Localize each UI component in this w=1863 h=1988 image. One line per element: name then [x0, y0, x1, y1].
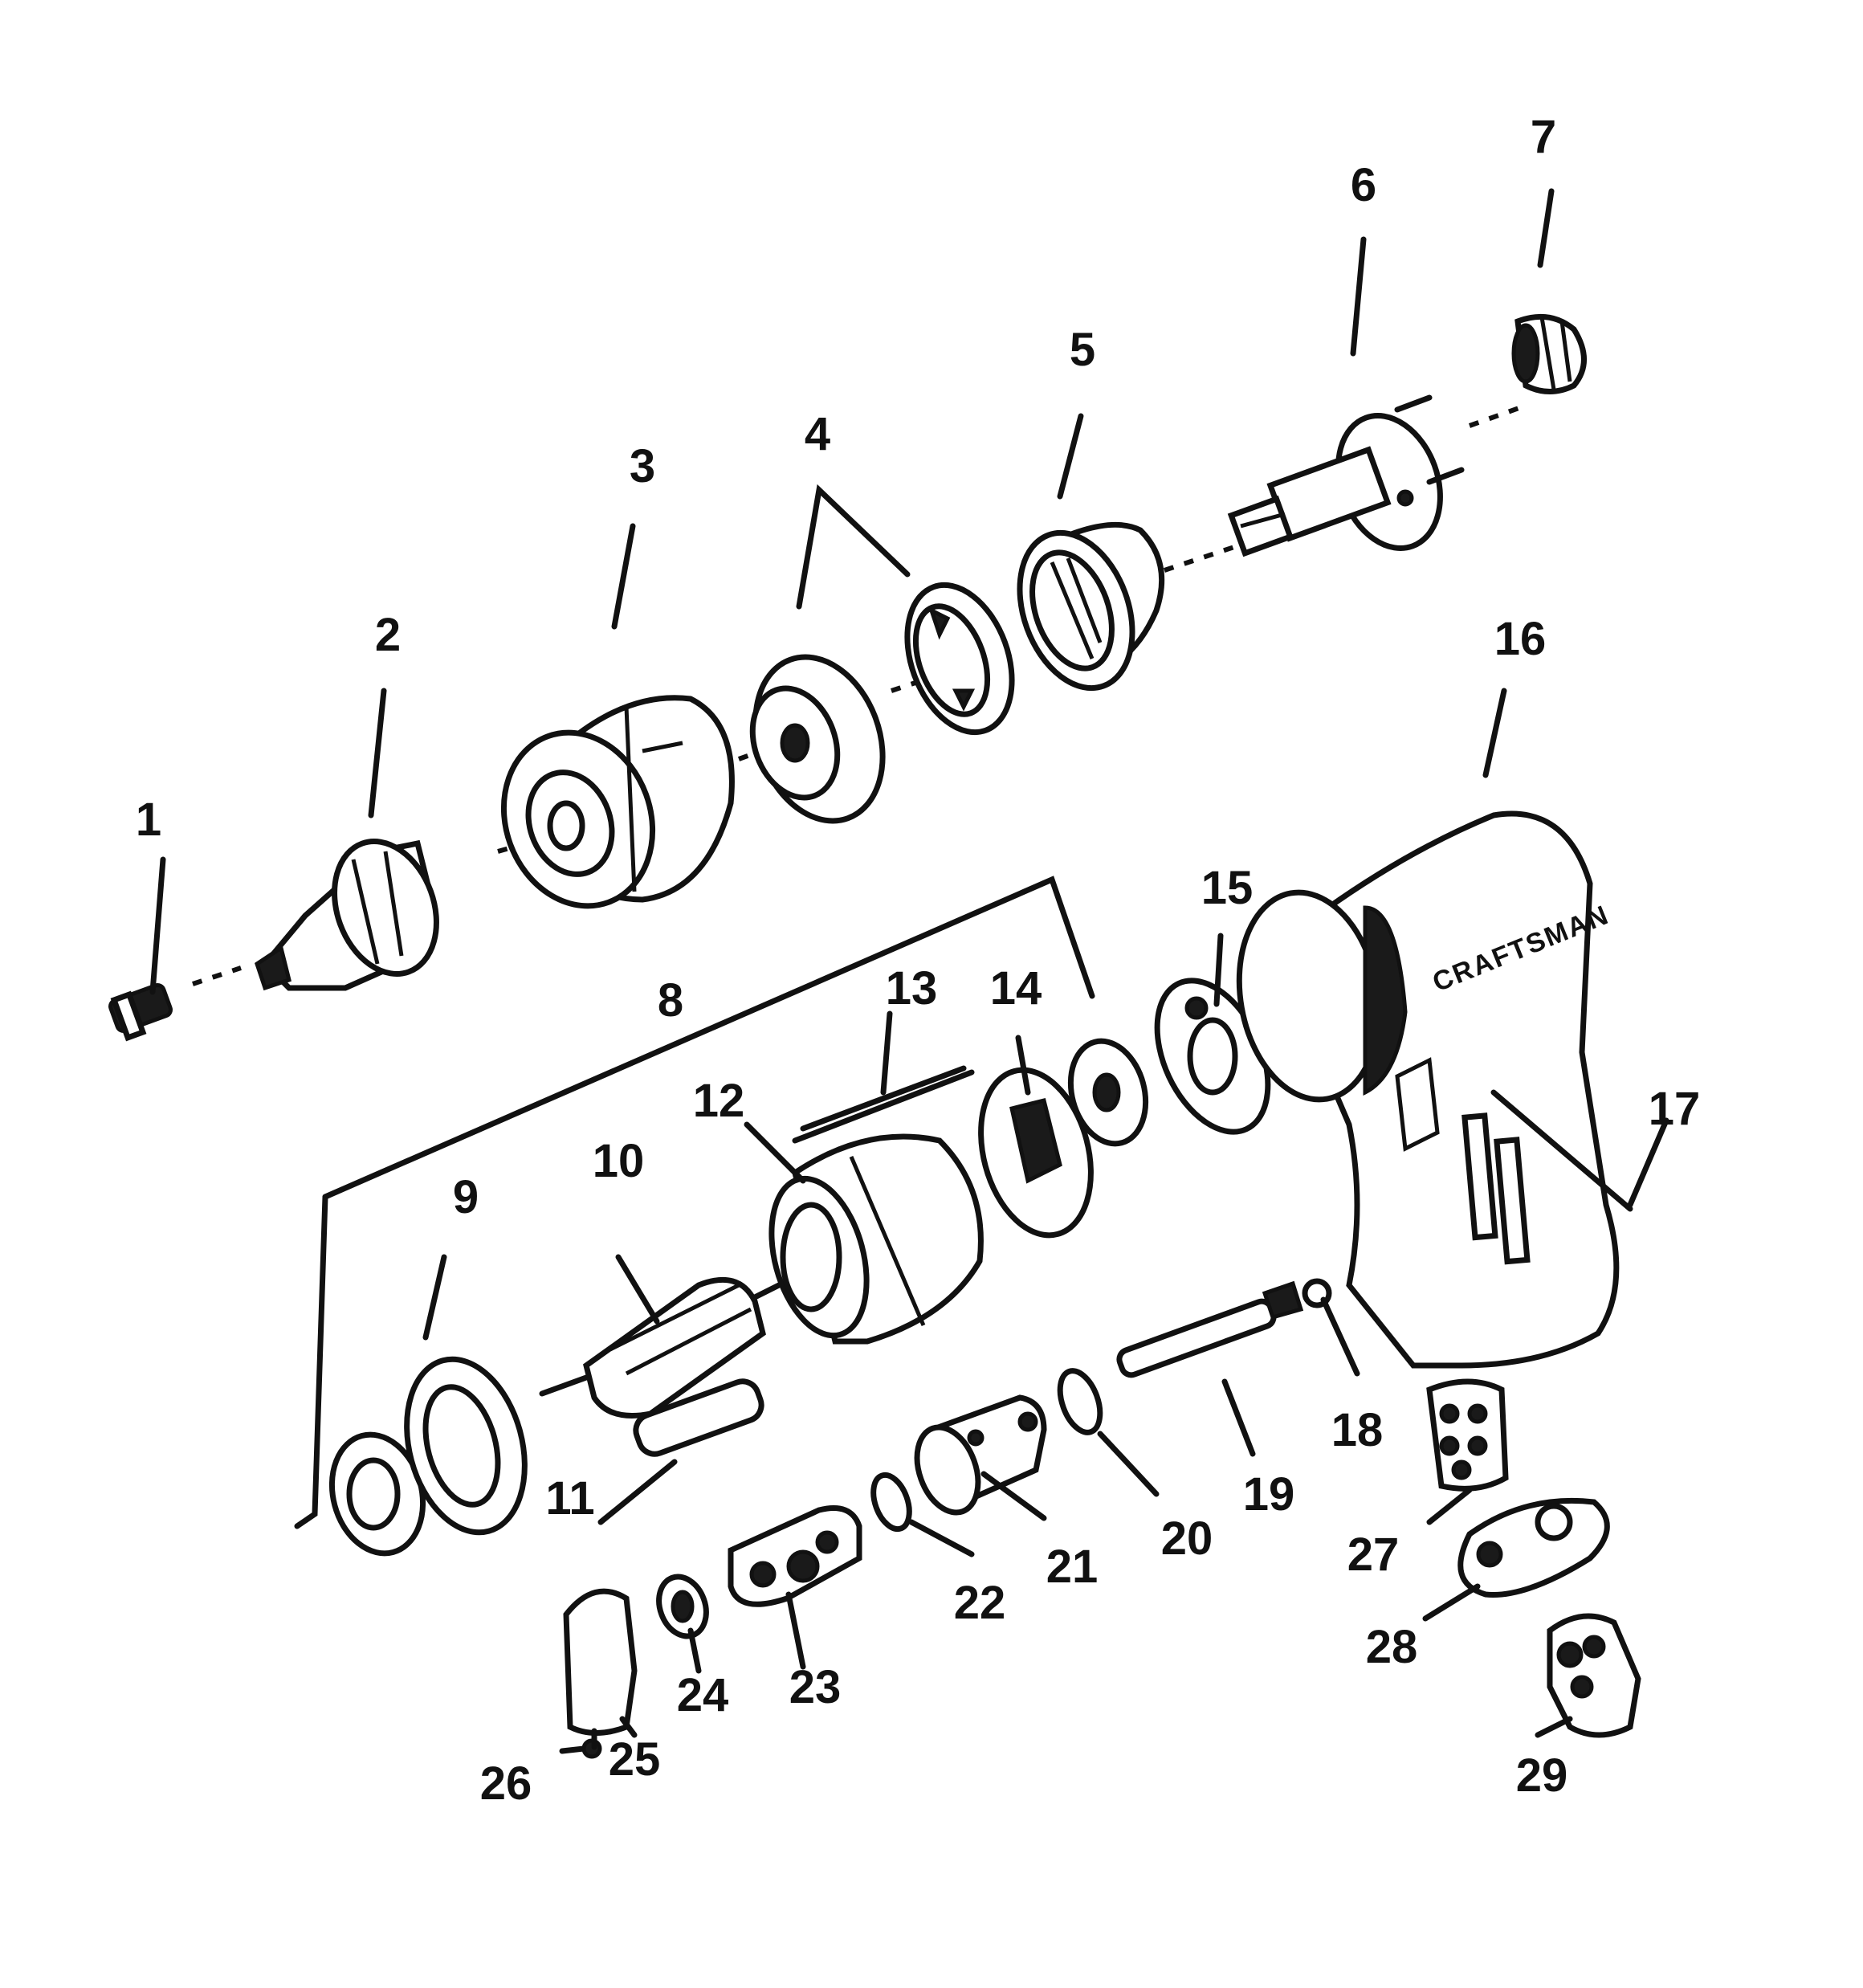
part-4-gear-set	[749, 582, 1015, 824]
part-16-housing: CRAFTSMAN	[1236, 810, 1633, 1369]
leader-lines	[149, 188, 1669, 1750]
part-24-spring	[656, 1574, 709, 1639]
part-14-end-plate	[978, 1067, 1094, 1239]
part-25-trigger	[563, 1588, 638, 1736]
label-part-16: 16	[1494, 613, 1547, 665]
part-20-o-ring	[1057, 1368, 1103, 1435]
part-23-reverse-valve	[728, 1505, 862, 1607]
label-part-3: 3	[630, 440, 655, 492]
part-22-washer	[870, 1472, 912, 1533]
part-7-pinion-gear	[1511, 313, 1587, 394]
label-part-18: 18	[1331, 1404, 1384, 1456]
label-part-17: 17	[1649, 1083, 1701, 1135]
part-19-valve-stem	[1116, 1280, 1304, 1378]
label-part-11: 11	[545, 1472, 594, 1525]
part-2-chuck	[255, 839, 439, 991]
label-part-21: 21	[1046, 1541, 1099, 1593]
part-29-air-inlet	[1547, 1613, 1641, 1738]
label-part-12: 12	[693, 1075, 745, 1127]
label-part-4: 4	[805, 408, 830, 460]
part-10-armature	[539, 1276, 782, 1419]
label-part-26: 26	[480, 1757, 532, 1810]
label-part-2: 2	[375, 609, 401, 661]
part-28-exhaust-deflector	[1457, 1497, 1610, 1598]
label-part-15: 15	[1201, 862, 1254, 914]
label-part-24: 24	[677, 1669, 729, 1721]
part-9-bearing-gear	[328, 1356, 528, 1557]
label-part-19: 19	[1243, 1468, 1295, 1521]
label-part-20: 20	[1161, 1512, 1213, 1565]
part-13-pin	[792, 1065, 975, 1144]
part-12-field-housing	[768, 1133, 984, 1345]
part-8-bearing	[1067, 1038, 1149, 1147]
part-1-screw	[108, 982, 173, 1042]
label-part-1: 1	[136, 794, 161, 846]
part-number-labels: 1 2 3 4 5 6 7 8 9 10 11 12 13 14 15 16 1…	[136, 111, 1700, 1810]
label-part-27: 27	[1347, 1529, 1400, 1581]
part-11-brush	[633, 1378, 764, 1457]
label-part-9: 9	[453, 1171, 479, 1223]
label-part-10: 10	[593, 1135, 645, 1187]
part-21-valve-body	[914, 1394, 1047, 1516]
label-part-22: 22	[954, 1577, 1006, 1629]
label-part-28: 28	[1366, 1621, 1418, 1673]
part-3-housing-cap	[500, 695, 735, 909]
label-part-6: 6	[1351, 159, 1376, 211]
label-part-7: 7	[1531, 111, 1556, 163]
part-8-motor-assembly-bracket	[294, 876, 1095, 1529]
part-27-filter-screen	[1426, 1378, 1509, 1492]
label-part-14: 14	[990, 962, 1042, 1014]
label-part-29: 29	[1516, 1749, 1568, 1802]
label-part-13: 13	[886, 962, 938, 1014]
part-15-washer	[1154, 978, 1271, 1135]
part-6-spindle-carrier	[1227, 394, 1465, 557]
label-part-8: 8	[658, 974, 683, 1027]
label-part-23: 23	[789, 1661, 842, 1713]
label-part-5: 5	[1070, 324, 1095, 376]
part-5-ring-gear	[1017, 521, 1165, 692]
label-part-25: 25	[609, 1733, 661, 1786]
